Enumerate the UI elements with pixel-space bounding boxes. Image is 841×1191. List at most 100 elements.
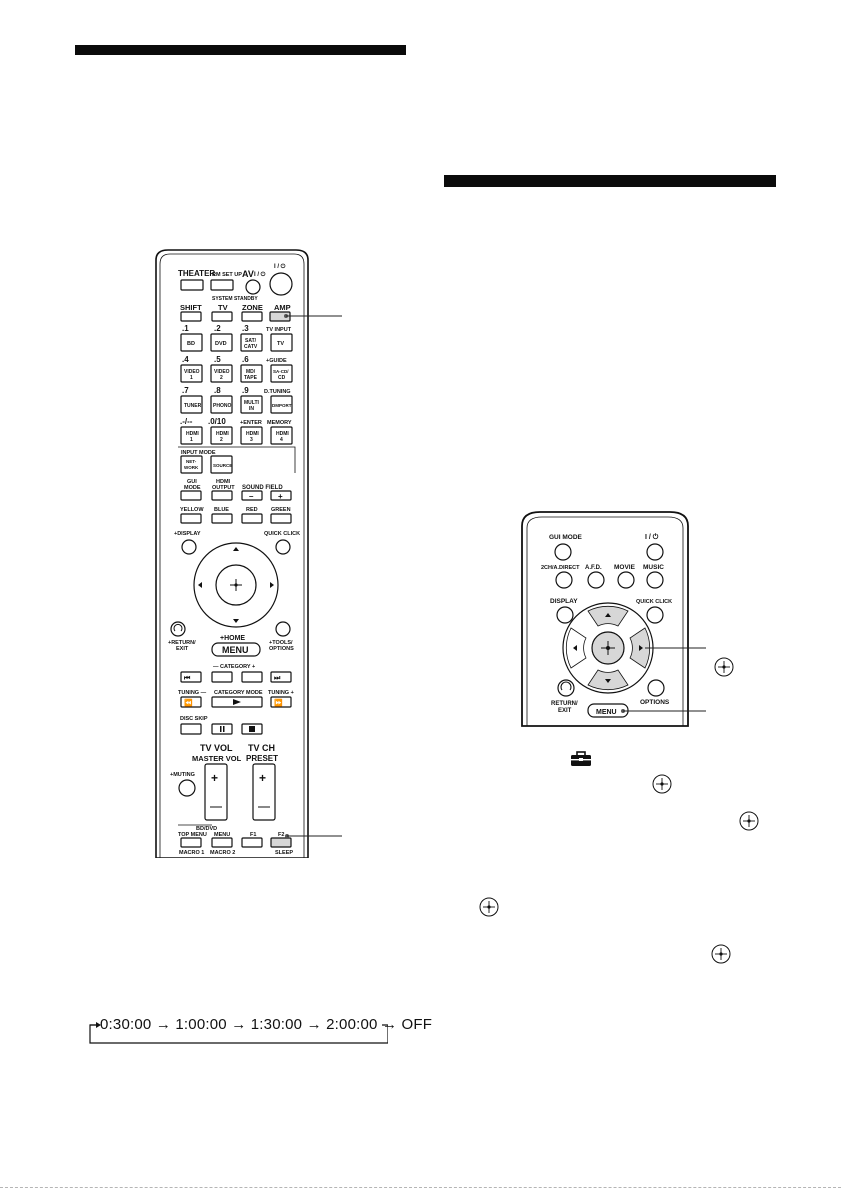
label-1: .1 bbox=[182, 324, 189, 333]
label-sound-field: SOUND FIELD bbox=[242, 485, 283, 491]
muting-button[interactable] bbox=[178, 779, 196, 797]
category-plus-button[interactable] bbox=[241, 671, 263, 683]
play-icon bbox=[233, 699, 241, 705]
hdmi2-button[interactable] bbox=[210, 426, 233, 445]
hdmi1-button[interactable] bbox=[180, 426, 203, 445]
btn-text-video1-num: 1 bbox=[190, 375, 193, 381]
sacd-cd-button[interactable] bbox=[270, 364, 293, 383]
bd-button[interactable] bbox=[180, 333, 203, 352]
label-output: OUTPUT bbox=[212, 485, 235, 491]
quick-click-button[interactable] bbox=[275, 539, 291, 555]
blue-button[interactable] bbox=[211, 513, 233, 524]
category-minus-button[interactable] bbox=[211, 671, 233, 683]
label-7: .7 bbox=[182, 386, 189, 395]
hdmi4-button[interactable] bbox=[270, 426, 293, 445]
label-preset: PRESET bbox=[246, 754, 278, 763]
yellow-button[interactable] bbox=[180, 513, 202, 524]
dpad-right-icon-2 bbox=[639, 645, 643, 651]
label-options-2: OPTIONS bbox=[640, 699, 670, 706]
display-button-2[interactable] bbox=[556, 606, 574, 624]
zone-button[interactable] bbox=[241, 311, 263, 322]
btn-text-hdmi2-num: 2 bbox=[220, 437, 223, 443]
btn-text-hdmi1: HDMI bbox=[186, 431, 199, 437]
enter-icon bbox=[230, 579, 242, 591]
label-display: +DISPLAY bbox=[174, 531, 201, 537]
gui-mode-button-2[interactable] bbox=[554, 543, 572, 561]
btn-text-tape: TAPE bbox=[244, 375, 258, 381]
btn-text-md: MD/ bbox=[246, 369, 256, 375]
tv-button[interactable] bbox=[211, 311, 233, 322]
music-button[interactable] bbox=[646, 571, 664, 589]
rewind-button[interactable] bbox=[180, 696, 202, 708]
green-button[interactable] bbox=[270, 513, 292, 524]
heading-bar-right bbox=[444, 175, 776, 187]
movie-button[interactable] bbox=[617, 571, 635, 589]
bd-menu-button[interactable] bbox=[211, 837, 233, 848]
label-9: .9 bbox=[242, 386, 249, 395]
btn-text-phono: PHONO bbox=[213, 403, 231, 409]
gui-mode-button[interactable] bbox=[180, 490, 202, 501]
theater-button[interactable] bbox=[180, 279, 204, 291]
sound-field-minus-button[interactable] bbox=[241, 490, 263, 501]
quick-click-button-2[interactable] bbox=[646, 606, 664, 624]
fast-forward-button[interactable] bbox=[270, 696, 292, 708]
channel-rocker[interactable] bbox=[252, 763, 276, 821]
video2-button[interactable] bbox=[210, 364, 233, 383]
phono-button[interactable] bbox=[210, 395, 233, 414]
toolbox-icon bbox=[571, 751, 591, 766]
dmport-button[interactable] bbox=[270, 395, 293, 414]
f2-sleep-button[interactable] bbox=[270, 837, 292, 848]
label-hdmi-out: HDMI bbox=[216, 479, 231, 485]
2ch-direct-button[interactable] bbox=[555, 571, 573, 589]
label-afd: A.F.D. bbox=[585, 565, 602, 571]
label-guide: +GUIDE bbox=[266, 358, 287, 364]
pause-icon bbox=[220, 726, 222, 732]
hdmi3-button[interactable] bbox=[240, 426, 263, 445]
sound-field-plus-button[interactable] bbox=[270, 490, 292, 501]
power-button-2[interactable] bbox=[646, 543, 664, 561]
pause-button[interactable] bbox=[211, 723, 233, 735]
f1-button[interactable] bbox=[241, 837, 263, 848]
dpad-up-icon-2 bbox=[605, 613, 611, 617]
tools-button[interactable] bbox=[275, 621, 291, 637]
sat-catv-button[interactable] bbox=[240, 333, 263, 352]
menu-button[interactable] bbox=[211, 642, 261, 657]
btn-text-tv: TV bbox=[277, 341, 284, 347]
volume-rocker[interactable] bbox=[204, 763, 228, 821]
shift-button[interactable] bbox=[180, 311, 202, 322]
label-top-menu: TOP MENU bbox=[178, 832, 207, 838]
next-track-button[interactable] bbox=[270, 671, 292, 683]
red-button[interactable] bbox=[241, 513, 263, 524]
return-button-2[interactable] bbox=[557, 679, 575, 697]
rm-set-up-button[interactable] bbox=[210, 279, 234, 291]
display-button[interactable] bbox=[181, 539, 197, 555]
hdmi-output-button[interactable] bbox=[211, 490, 233, 501]
power-button[interactable] bbox=[269, 272, 293, 296]
label-home: +HOME bbox=[220, 635, 245, 642]
btn-text-hdmi4: HDMI bbox=[276, 431, 289, 437]
multi-in-button[interactable] bbox=[240, 395, 263, 414]
label-dtuning: D.TUNING bbox=[264, 389, 291, 395]
top-menu-button[interactable] bbox=[180, 837, 202, 848]
label-disc-skip: DISC SKIP bbox=[180, 716, 208, 722]
tv-input-button[interactable] bbox=[270, 333, 293, 352]
disc-skip-button[interactable] bbox=[180, 723, 202, 735]
md-tape-button[interactable] bbox=[240, 364, 263, 383]
network-button[interactable] bbox=[180, 455, 203, 474]
label-yellow: YELLOW bbox=[180, 507, 204, 513]
label-macro1: MACRO 1 bbox=[179, 850, 204, 856]
prev-track-button[interactable] bbox=[180, 671, 202, 683]
label-category: — CATEGORY + bbox=[213, 664, 255, 670]
btn-text-hdmi1-num: 1 bbox=[190, 437, 193, 443]
label-tv-ch: TV CH bbox=[248, 743, 275, 753]
av-power-button[interactable] bbox=[245, 279, 261, 295]
tuner-button[interactable] bbox=[180, 395, 203, 414]
video1-button[interactable] bbox=[180, 364, 203, 383]
options-button-2[interactable] bbox=[647, 679, 665, 697]
dvd-button[interactable] bbox=[210, 333, 233, 352]
afd-button[interactable] bbox=[587, 571, 605, 589]
next-track-icon: ⏭ bbox=[274, 675, 281, 682]
return-button[interactable] bbox=[170, 621, 186, 637]
btn-text-work: WORK bbox=[184, 465, 199, 470]
source-button[interactable] bbox=[210, 455, 233, 474]
